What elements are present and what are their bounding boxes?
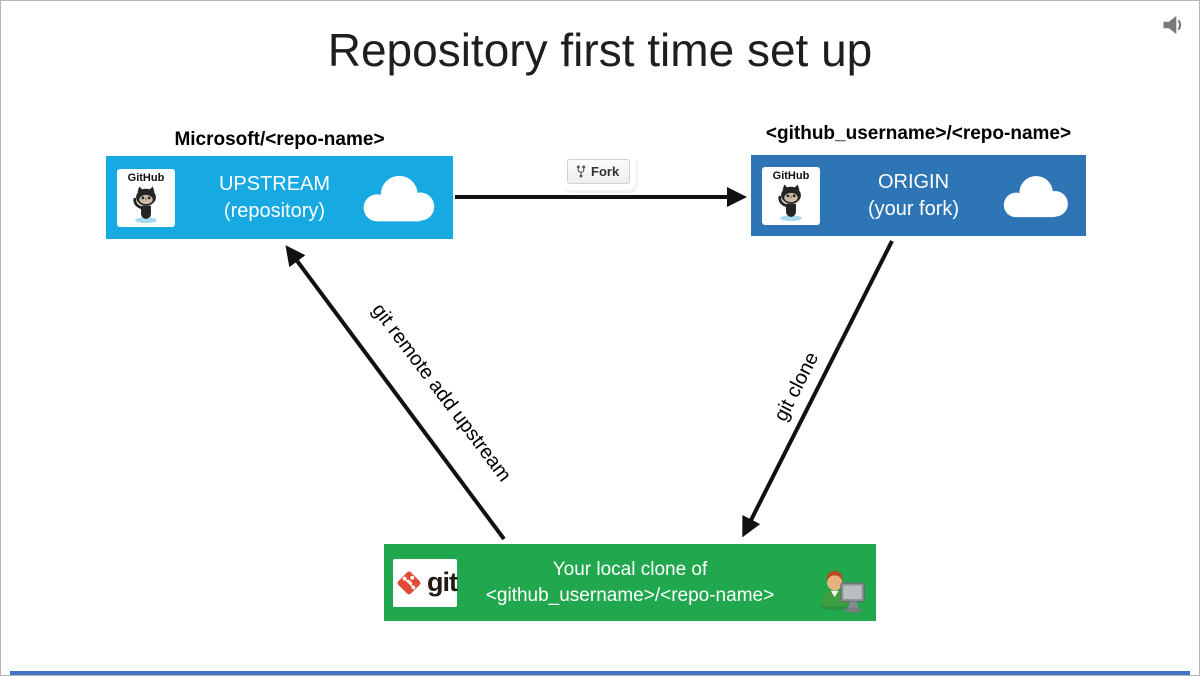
bottom-accent-bar: [10, 671, 1190, 675]
upstream-caption: Microsoft/<repo-name>: [174, 129, 385, 150]
upstream-text: UPSTREAM (repository): [166, 171, 383, 225]
local-clone-text: Your local clone of <github_username>/<r…: [464, 557, 796, 609]
cloud-icon: [1003, 175, 1068, 217]
origin-line1: ORIGIN: [877, 170, 950, 193]
github-logo-badge: GitHub: [117, 168, 175, 227]
git-logo-text: git: [427, 567, 458, 597]
octocat-icon: [133, 185, 157, 223]
fork-button[interactable]: Fork: [567, 159, 631, 184]
origin-text: ORIGIN (your fork): [811, 169, 1016, 223]
git-logo-icon: [397, 571, 421, 594]
user-at-computer-icon: [819, 570, 865, 613]
upstream-line2: (repository): [223, 199, 326, 222]
octocat-icon: [778, 183, 802, 221]
fork-button-label: Fork: [591, 164, 620, 179]
remote-add-arrow: [285, 245, 506, 541]
remote-add-label: git remote add upstream: [367, 299, 516, 486]
github-logo-text: GitHub: [127, 171, 165, 184]
local-line1: Your local clone of: [552, 558, 708, 580]
github-logo-text: GitHub: [772, 169, 810, 182]
cloud-icon: [363, 175, 435, 221]
upstream-line1: UPSTREAM: [218, 172, 331, 195]
speaker-icon[interactable]: [1160, 11, 1188, 39]
page-title: Repository first time set up: [327, 24, 873, 76]
origin-box: GitHub ORIGIN (your fork): [751, 155, 1086, 236]
local-line2: <github_username>/<repo-name>: [485, 584, 775, 606]
origin-caption: <github_username>/<repo-name>: [765, 123, 1072, 144]
git-clone-arrow: [742, 240, 894, 538]
upstream-box: GitHub UPSTREAM (repository): [106, 156, 453, 239]
origin-line2: (your fork): [867, 197, 960, 220]
git-logo-badge: git: [393, 558, 458, 607]
git-clone-label: git clone: [769, 348, 824, 425]
github-logo-badge: GitHub: [762, 166, 820, 225]
local-clone-box: git Your local clone of <github_username…: [384, 544, 876, 621]
fork-icon: [576, 165, 586, 178]
